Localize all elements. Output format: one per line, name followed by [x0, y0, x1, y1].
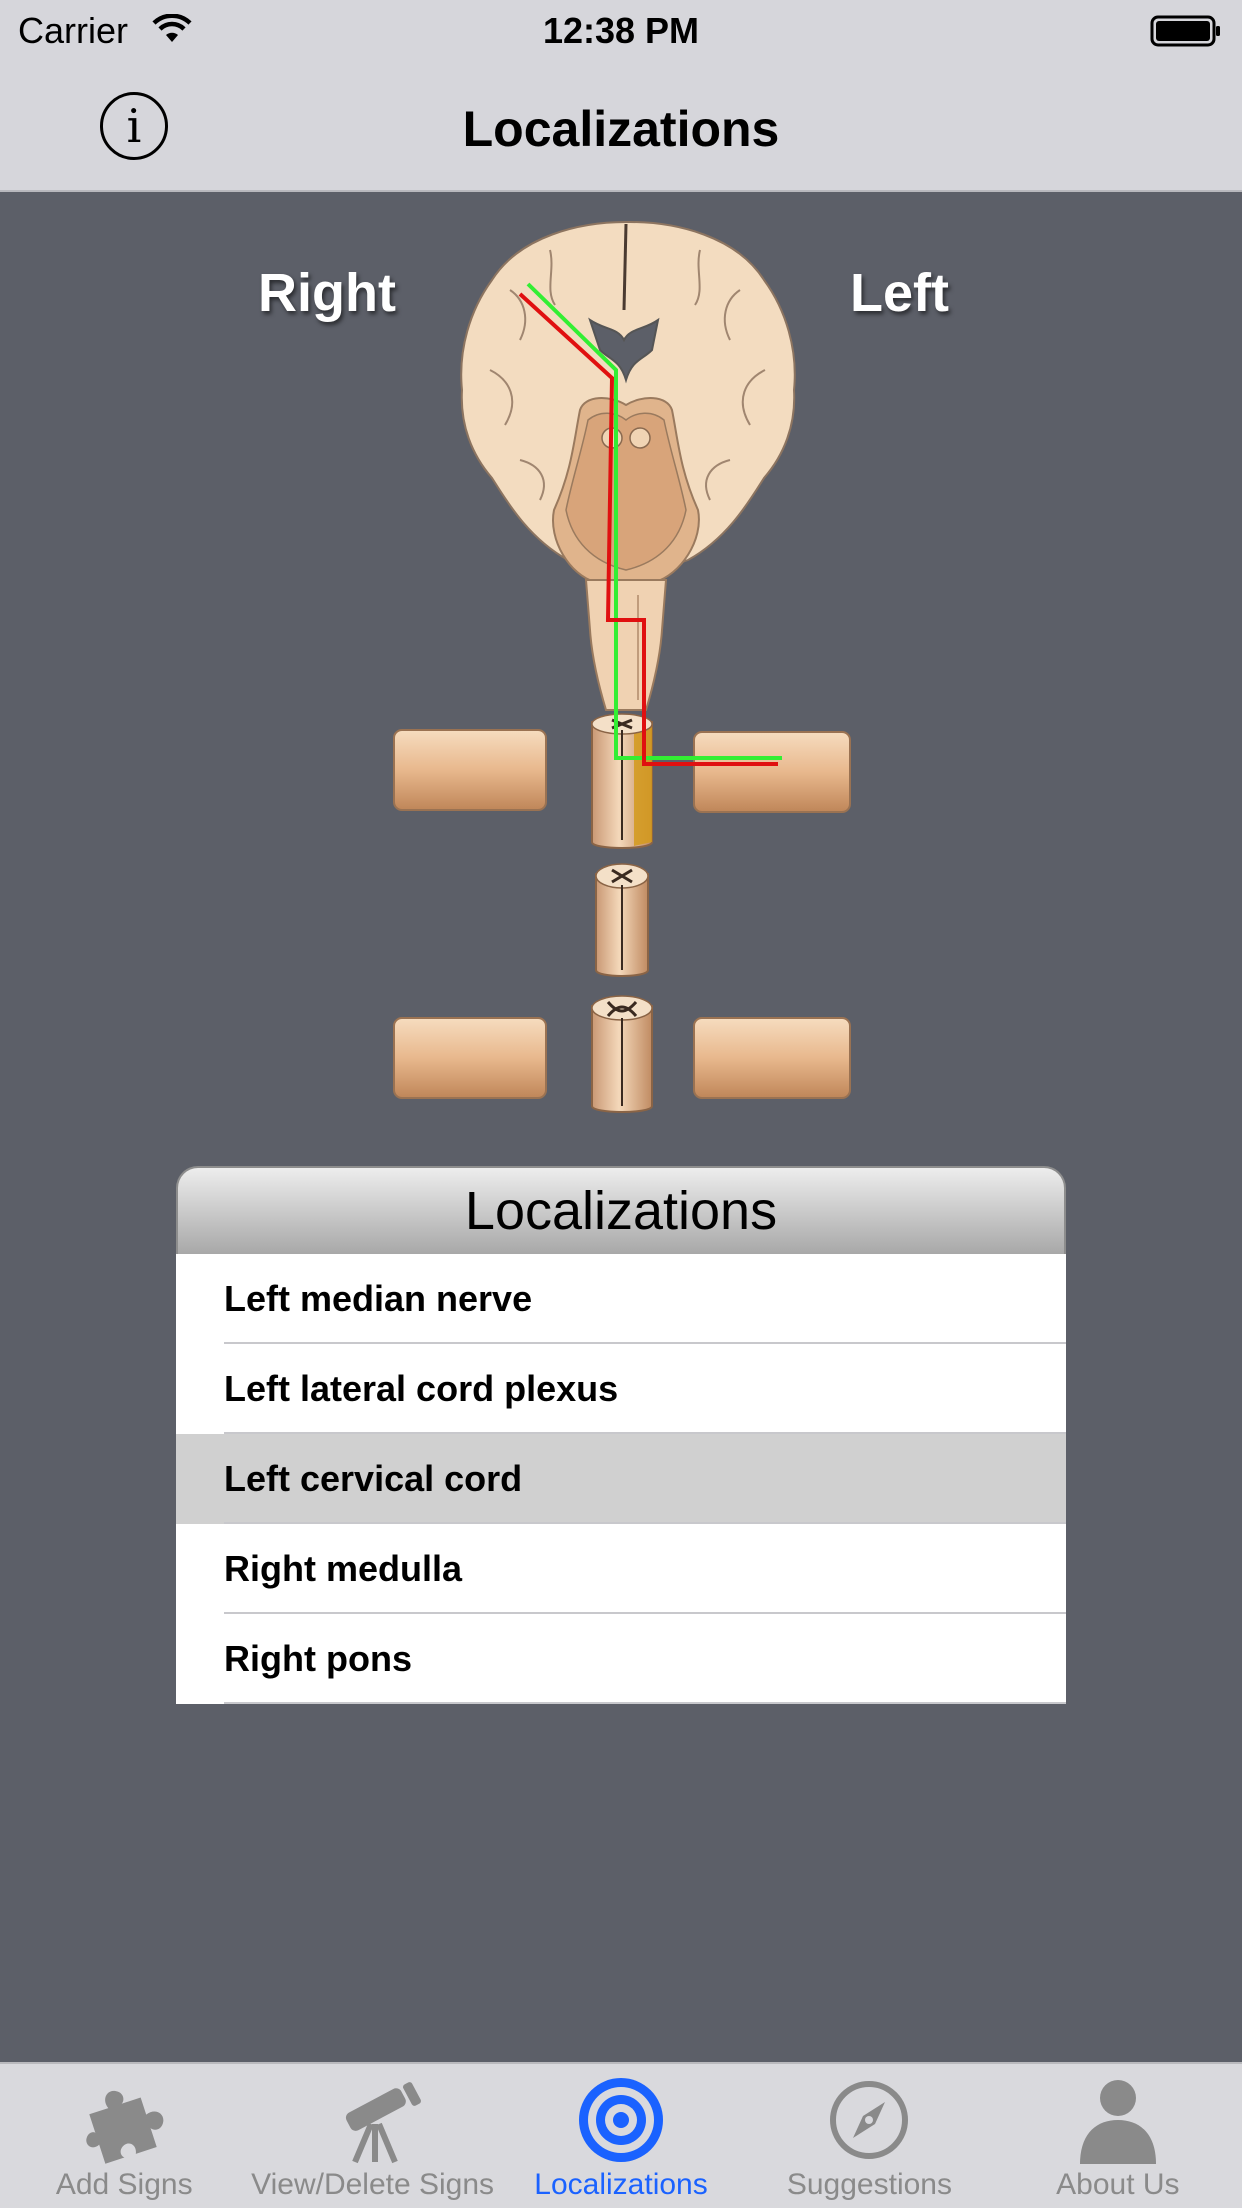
tab-localizations[interactable]: Localizations	[497, 2064, 745, 2208]
tab-add-signs[interactable]: Add Signs	[0, 2064, 248, 2208]
panel-header: Localizations	[176, 1166, 1066, 1254]
info-button[interactable]: i	[100, 92, 168, 160]
carrier-label: Carrier	[18, 10, 129, 51]
puzzle-icon	[86, 2091, 164, 2164]
list-item[interactable]: Left median nerve	[176, 1254, 1066, 1344]
left-side-label: Left	[850, 263, 949, 323]
list-item-selected[interactable]: Left cervical cord	[176, 1434, 1066, 1524]
right-side-label: Right	[258, 263, 396, 323]
list-item[interactable]: Right pons	[176, 1614, 1066, 1704]
tab-about-us[interactable]: About Us	[994, 2064, 1242, 2208]
green-pathway	[526, 282, 782, 760]
list-item[interactable]: Left lateral cord plexus	[176, 1344, 1066, 1434]
navigation-bar: i Localizations	[0, 62, 1242, 192]
page-title: Localizations	[462, 101, 780, 157]
tab-bar: Add Signs View/Delete Signs Localization…	[0, 2062, 1242, 2208]
lumbar-cord-illustration	[393, 995, 851, 1113]
cervical-cord-illustration	[393, 713, 851, 849]
brain-illustration	[460, 221, 796, 711]
localizations-panel: Localizations Left median nerve Left lat…	[176, 1166, 1066, 1704]
list-item[interactable]: Right medulla	[176, 1524, 1066, 1614]
status-bar: Carrier 12:38 PM	[0, 0, 1242, 62]
info-icon: i	[126, 99, 142, 153]
telescope-icon	[345, 2082, 421, 2164]
tab-view-delete-signs[interactable]: View/Delete Signs	[248, 2064, 496, 2208]
status-time: 12:38 PM	[542, 10, 700, 51]
localizations-list[interactable]: Left median nerve Left lateral cord plex…	[176, 1254, 1066, 1704]
wifi-icon	[152, 14, 192, 42]
target-icon	[579, 2078, 664, 2162]
tab-suggestions[interactable]: Suggestions	[745, 2064, 993, 2208]
person-icon	[1079, 2080, 1156, 2164]
neuroanatomy-diagram	[393, 221, 851, 1113]
thoracic-cord-illustration	[595, 863, 649, 977]
red-pathway	[518, 292, 778, 766]
compass-icon	[830, 2081, 909, 2159]
battery-icon	[1150, 15, 1220, 47]
